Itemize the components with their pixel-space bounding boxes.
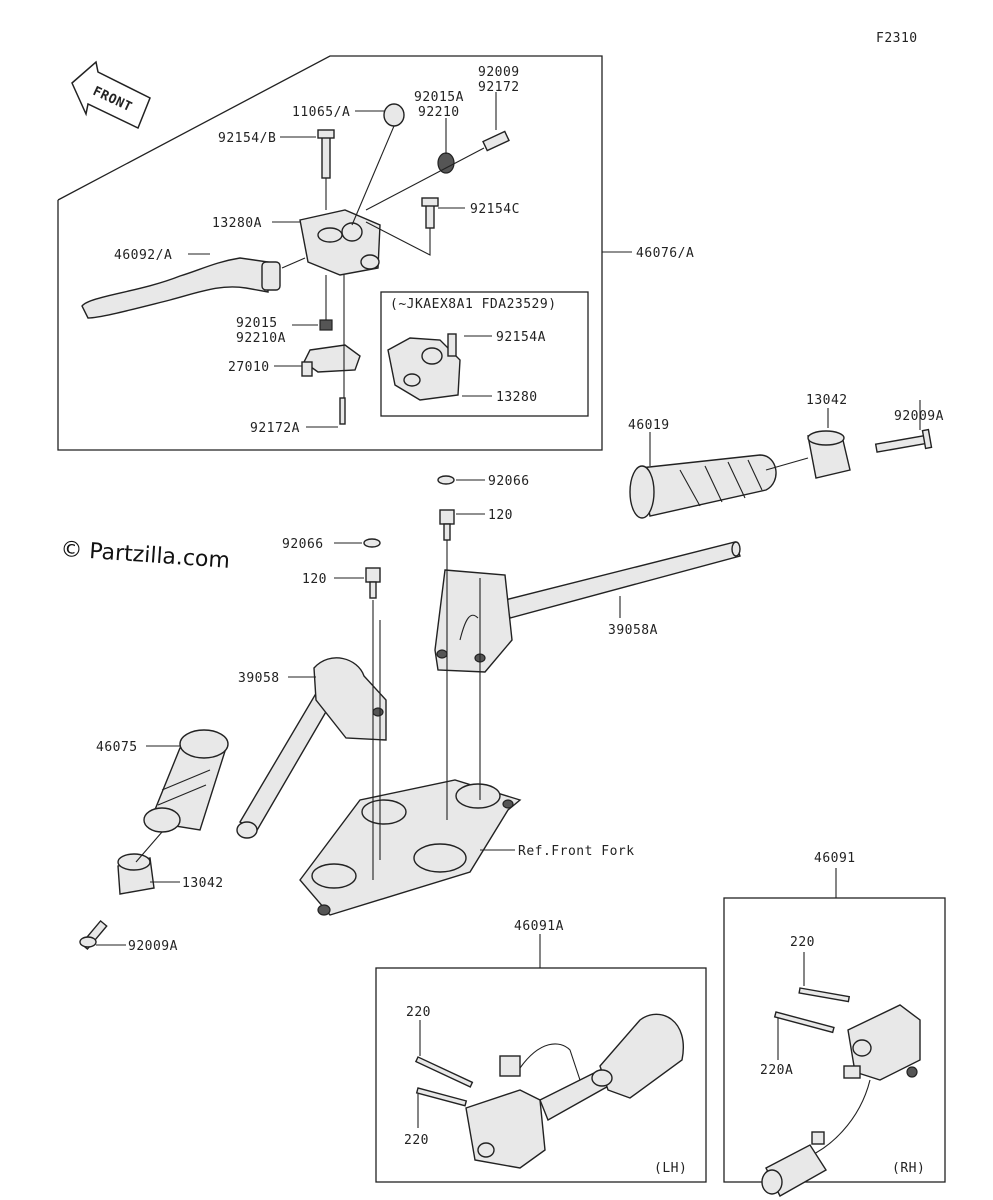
callout-labels: 92009 92172 11065/A 92015A 92210 92154/B… [96, 65, 944, 1176]
lever-holder-part [299, 209, 381, 276]
nut-92015 [319, 319, 333, 331]
callout-13042-top: 13042 [806, 393, 848, 408]
left-grip-leader [135, 831, 163, 863]
callout-92154c: 92154C [470, 202, 520, 217]
callout-11065a: 11065/A [292, 105, 350, 120]
callout-92154b: 92154/B [218, 131, 276, 146]
rh-switch-box [723, 897, 946, 1183]
callout-220-lh-top: 220 [406, 1005, 431, 1020]
callout-92172: 92172 [478, 80, 520, 95]
callout-46091: 46091 [814, 851, 856, 866]
variant-box [380, 291, 589, 417]
left-handlebar-part [236, 657, 387, 839]
callout-92009a-bot: 92009A [128, 939, 178, 954]
clamp-guide-lines [372, 540, 481, 880]
bolt-92154c [421, 197, 439, 229]
lh-screws [414, 1056, 474, 1107]
screw-92172a [339, 397, 346, 425]
callout-ref-front-fork: Ref.Front Fork [518, 844, 635, 859]
washer-92066-top [437, 475, 455, 485]
callout-13042-bot: 13042 [182, 876, 224, 891]
callout-120-mid: 120 [302, 572, 327, 587]
right-grip-part [629, 454, 777, 519]
callout-92066-mid: 92066 [282, 537, 324, 552]
callout-39058: 39058 [238, 671, 280, 686]
lh-switch-box [375, 967, 707, 1183]
left-bar-end-weight [117, 853, 155, 895]
right-handlebar-part [434, 541, 741, 673]
callout-120-top: 120 [488, 508, 513, 523]
lever-part [81, 257, 281, 319]
left-bar-end-screw [79, 919, 108, 951]
callout-92015a: 92015A [414, 90, 464, 105]
rh-screws [773, 987, 851, 1034]
callout-92015: 92015 [236, 316, 278, 331]
watermark: © Partzilla.com [60, 537, 231, 574]
callout-92066-top: 92066 [488, 474, 530, 489]
callout-92210: 92210 [418, 105, 460, 120]
rh-switch-part [761, 1004, 921, 1197]
right-bar-end-weight [807, 430, 851, 479]
callout-13280: 13280 [496, 390, 538, 405]
lever-assembly-box [57, 55, 603, 451]
adjuster-screw [437, 130, 510, 174]
callout-46075: 46075 [96, 740, 138, 755]
callout-92009a-top: 92009A [894, 409, 944, 424]
callout-220-rh: 220 [790, 935, 815, 950]
callout-92009: 92009 [478, 65, 520, 80]
callout-46092a: 46092/A [114, 248, 172, 263]
callout-lh: (LH) [654, 1161, 687, 1176]
cap-11065a [383, 103, 405, 127]
callout-92210a: 92210A [236, 331, 286, 346]
callout-92172a: 92172A [250, 421, 300, 436]
callout-46019: 46019 [628, 418, 670, 433]
lever-leader-lines [281, 125, 485, 398]
callout-39058a: 39058A [608, 623, 658, 638]
callout-220-lh-bot: 220 [404, 1133, 429, 1148]
callout-27010: 27010 [228, 360, 270, 375]
callout-variant: (~JKAEX8A1 FDA23529) [390, 297, 557, 312]
callout-13280a: 13280A [212, 216, 262, 231]
callout-46076a: 46076/A [636, 246, 694, 261]
callout-rh: (RH) [892, 1161, 925, 1176]
callout-leaders [96, 92, 921, 1128]
bolt-92154b [317, 129, 335, 179]
right-bar-end-screw [874, 428, 933, 453]
callout-92154a: 92154A [496, 330, 546, 345]
callout-220a-rh: 220A [760, 1063, 793, 1078]
left-grip-part [143, 729, 229, 833]
figure-code: F2310 [876, 31, 918, 46]
bolt-120-mid [365, 567, 381, 599]
variant-holder-13280 [387, 333, 461, 401]
bolt-120-top [439, 509, 455, 541]
right-grip-leader [765, 457, 809, 471]
washer-92066-mid [363, 538, 381, 548]
triple-clamp-part [299, 779, 522, 916]
front-arrow-icon: FRONT [71, 60, 151, 130]
lh-switch-part [465, 1013, 685, 1169]
switch-27010 [301, 344, 361, 377]
callout-46091a: 46091A [514, 919, 564, 934]
